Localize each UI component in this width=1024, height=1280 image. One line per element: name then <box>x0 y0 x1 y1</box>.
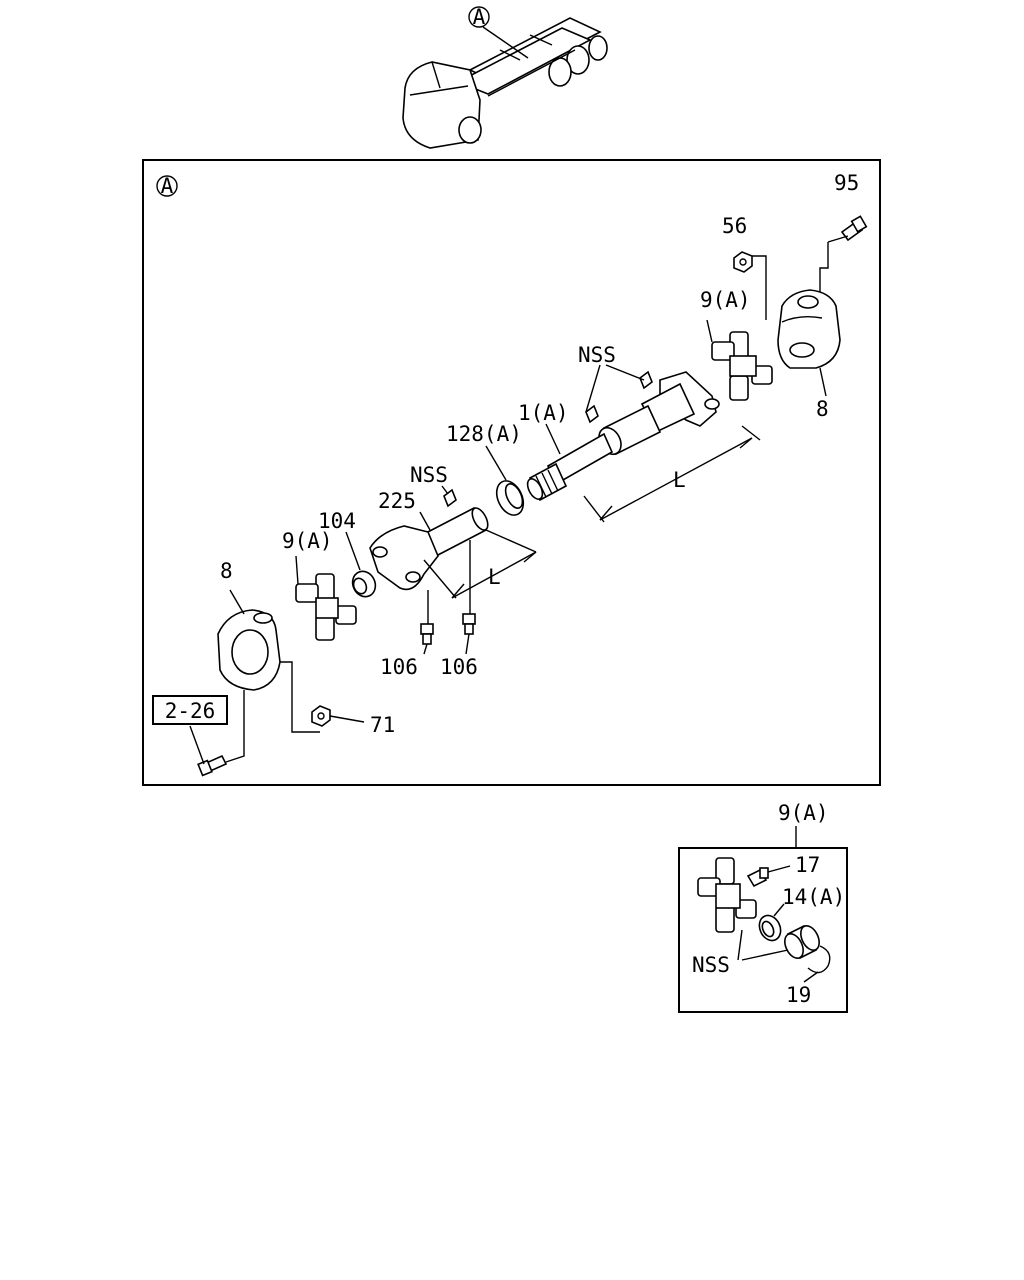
nss-mid-mark <box>441 485 457 508</box>
universal-joint-left <box>295 555 357 641</box>
main-callout-text: A <box>161 174 174 198</box>
detail-bearing-cup <box>784 924 820 960</box>
ring-128a <box>485 445 525 516</box>
label-17: 17 <box>795 853 820 877</box>
overview-callout-circle <box>468 6 490 28</box>
label-225: 225 <box>378 489 416 513</box>
universal-joint-right <box>706 319 773 401</box>
label-nss-top: NSS <box>578 343 616 367</box>
nut-56 <box>733 251 767 320</box>
detail-spider <box>697 857 757 933</box>
detail-view: 9(A) 17 14(A) <box>692 801 845 1007</box>
label-nss-mid: NSS <box>410 463 448 487</box>
detail-view-frame <box>678 847 848 1013</box>
grease-fitting-106-right <box>462 613 476 655</box>
label-1a: 1(A) <box>518 401 569 425</box>
ref-box-frame <box>152 695 228 725</box>
slip-yoke-225 <box>369 506 489 626</box>
propeller-shaft-main <box>526 371 720 502</box>
label-8-right: 8 <box>816 397 829 421</box>
main-view-frame <box>142 159 881 786</box>
label-nss-detail: NSS <box>692 953 730 977</box>
label-56: 56 <box>722 214 747 238</box>
label-l-lower: L <box>488 565 501 589</box>
overview-callout-text: A <box>473 5 486 29</box>
label-ref-box: 2-26 <box>165 699 216 723</box>
seal-104 <box>345 531 377 598</box>
label-95: 95 <box>834 171 859 195</box>
detail-seal-14a <box>758 903 785 942</box>
label-106-right: 106 <box>440 655 478 679</box>
label-9a-left: 9(A) <box>282 529 333 553</box>
grease-fitting-106-left <box>420 623 434 655</box>
label-106-left: 106 <box>380 655 418 679</box>
label-8-left: 8 <box>220 559 233 583</box>
label-14a: 14(A) <box>782 885 845 909</box>
label-71: 71 <box>370 713 395 737</box>
nss-top-marks <box>585 364 653 424</box>
main-callout-circle <box>156 175 178 197</box>
flange-yoke-right <box>777 289 841 397</box>
label-19: 19 <box>786 983 811 1007</box>
detail-snap-ring-19 <box>803 945 831 983</box>
nut-71 <box>311 705 365 727</box>
label-104: 104 <box>318 509 356 533</box>
dimension-lower <box>423 529 537 599</box>
truck-overview: A <box>402 5 608 149</box>
detail-title: 9(A) <box>778 801 829 825</box>
detail-grease-fitting-17 <box>746 865 791 888</box>
main-view: A 95 56 8 <box>152 171 868 777</box>
label-9a-right: 9(A) <box>700 288 751 312</box>
label-l-upper: L <box>673 468 686 492</box>
bolt-ref <box>189 725 228 777</box>
dimension-upper <box>583 425 761 523</box>
bolt-95 <box>819 215 868 300</box>
label-128a: 128(A) <box>446 422 522 446</box>
flange-yoke-left <box>217 589 320 763</box>
